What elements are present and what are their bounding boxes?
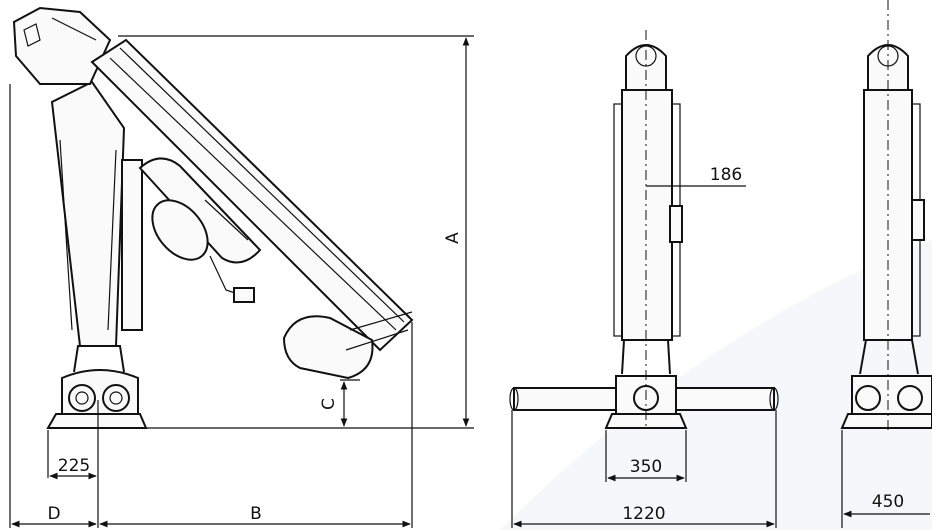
front-base-plate [604, 413, 688, 429]
front-column [621, 89, 673, 341]
side-base-plate [46, 413, 148, 429]
dimension-label-d: D [47, 504, 60, 524]
side-column-head [12, 6, 112, 85]
rear-slew-roller-left [855, 385, 881, 411]
side-cylinder [138, 157, 262, 264]
dimension-label-a: A [443, 232, 463, 244]
side-slew-roller-left [68, 384, 96, 412]
dimension-label-450: 450 [872, 492, 904, 512]
dimension-label-c: C [319, 398, 339, 410]
side-valve-block [233, 287, 255, 303]
side-boom-tip [282, 315, 374, 380]
dimension-label-1220: 1220 [622, 504, 665, 524]
dimension-label-b: B [250, 504, 262, 524]
front-control-valve [669, 205, 683, 243]
dimension-label-350: 350 [630, 457, 662, 477]
rear-control-valve [911, 199, 925, 241]
dimension-label-186: 186 [710, 165, 742, 185]
side-view: A C 225 D B [9, 6, 474, 528]
side-slew-roller-right [102, 384, 130, 412]
rear-view: 450 [840, 0, 932, 528]
side-cylinder-barrel [151, 199, 209, 261]
rear-slew-roller-right [897, 385, 923, 411]
rear-base-plate [840, 413, 932, 429]
dimension-label-225: 225 [58, 456, 90, 476]
background-shade [380, 0, 932, 530]
side-slew-ring [73, 345, 125, 373]
side-main-column [50, 80, 126, 347]
side-column-plate [121, 159, 143, 331]
front-view: 186 350 1220 [509, 30, 779, 528]
